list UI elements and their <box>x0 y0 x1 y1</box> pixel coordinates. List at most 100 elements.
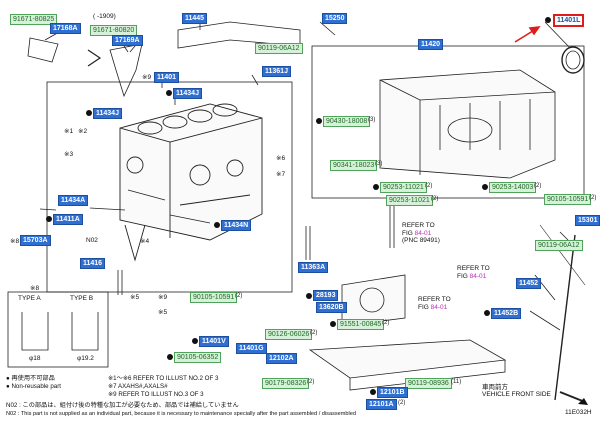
vehicle-front-label: VEHICLE FRONT SIDE <box>482 391 551 398</box>
part-12101B[interactable]: 12101B <box>377 387 408 398</box>
qty: (11) <box>451 379 462 385</box>
legend-non-reusable-jp: ● 再使用不可部品 <box>6 375 55 382</box>
part-11401V[interactable]: 11401V <box>199 336 229 347</box>
qty: (2) <box>425 183 433 189</box>
note-mark-2: ※2 <box>78 128 88 135</box>
crankcase-frame <box>311 45 585 199</box>
part-11434J-top[interactable]: 11434J <box>173 88 202 99</box>
bracket-right <box>109 43 143 98</box>
qty: (3) <box>368 117 376 123</box>
note-mark-9: ※9 <box>142 74 152 81</box>
refer-b-fig[interactable]: 84-01 <box>469 272 487 280</box>
note-mark-8-b: ※8 <box>30 285 40 292</box>
qty: (2) <box>431 196 439 202</box>
non-reusable-dot <box>166 90 172 96</box>
part-12101A[interactable]: 12101A <box>366 399 397 410</box>
type-illustration-frame <box>7 291 109 368</box>
qty: (2) <box>307 379 315 385</box>
non-reusable-dot <box>316 118 322 124</box>
part-11434J-left[interactable]: 11434J <box>93 108 122 119</box>
qty: (2) <box>310 330 318 336</box>
part-12102A[interactable]: 12102A <box>266 353 297 364</box>
part-11452[interactable]: 11452 <box>516 278 542 289</box>
part-90253-11021-b[interactable]: 90253-11021 <box>386 195 433 206</box>
part-13620B[interactable]: 13620B <box>316 302 347 313</box>
part-91551-00845[interactable]: 91551-00845 <box>337 319 385 330</box>
part-15703A[interactable]: 15703A <box>20 235 51 246</box>
diagram-id: 11E032H <box>565 409 592 416</box>
part-11401[interactable]: 11401 <box>154 72 180 83</box>
non-reusable-dot <box>214 222 220 228</box>
refer-a-fig[interactable]: 84-01 <box>414 229 432 237</box>
refer-a-line1: REFER TO <box>402 222 435 229</box>
legend-n02-en: N02 : This part is not supplied as an in… <box>6 411 357 417</box>
note-mark-4: ※4 <box>140 238 150 245</box>
non-reusable-dot <box>192 338 198 344</box>
refer-fig-c[interactable]: REFER TO FIG 84-01 <box>418 296 451 311</box>
part-11434N[interactable]: 11434N <box>221 220 252 231</box>
part-90105-10591-top[interactable]: 90105-10591 <box>544 194 592 205</box>
note-mark-8: ※8 <box>10 238 20 245</box>
refer-fig-b[interactable]: REFER TO FIG 84-01 <box>457 265 490 280</box>
part-11361J[interactable]: 11361J <box>262 66 291 77</box>
non-reusable-dot <box>545 17 551 23</box>
part-11401G[interactable]: 11401G <box>236 343 267 354</box>
part-11411A[interactable]: 11411A <box>53 214 83 225</box>
cylinder-block-illustration <box>119 103 263 262</box>
refer-b-line1: REFER TO <box>457 265 490 272</box>
refer-fig-a[interactable]: REFER TO FIG 84-01 (PNC 89491) <box>402 222 440 245</box>
note-mark-3: ※3 <box>64 151 74 158</box>
oil-pan-illustration <box>308 339 507 379</box>
part-90119-06A12-top[interactable]: 90119-06A12 <box>255 43 303 54</box>
part-90126-06026[interactable]: 90126-06026 <box>265 329 313 340</box>
part-90253-14003[interactable]: 90253-14003 <box>489 182 537 193</box>
legend-axah: ※7 AXAHS#,AXALS# <box>108 383 168 390</box>
non-reusable-dot <box>373 184 379 190</box>
part-90179-08326[interactable]: 90179-08326 <box>262 378 310 389</box>
part-90430-18008[interactable]: 90430-18008 <box>323 116 371 127</box>
n02-label: N02 <box>86 237 98 244</box>
note-mark-5-b: ※5 <box>158 309 168 316</box>
part-15301[interactable]: 15301 <box>575 215 600 226</box>
part-11452B[interactable]: 11452B <box>491 308 522 319</box>
part-11420[interactable]: 11420 <box>418 39 444 50</box>
front-arrow-head <box>578 398 588 405</box>
crankcase-illustration <box>379 69 556 179</box>
non-reusable-dot <box>484 310 490 316</box>
qty: (2) <box>589 195 597 201</box>
part-11363A[interactable]: 11363A <box>298 262 329 273</box>
part-91671-80825[interactable]: 91671-80825 <box>10 14 58 25</box>
legend-non-reusable-en: ● Non-reusable part <box>6 383 61 390</box>
type-b-liner <box>71 312 99 351</box>
part-11445[interactable]: 11445 <box>182 13 208 24</box>
part-90341-18023[interactable]: 90341-18023 <box>330 160 378 171</box>
non-reusable-dot <box>167 354 173 360</box>
qty: (2) <box>382 320 390 326</box>
non-reusable-dot <box>46 216 52 222</box>
part-15250[interactable]: 15250 <box>322 13 348 24</box>
part-28193[interactable]: 28193 <box>313 290 339 301</box>
part-17168A[interactable]: 17168A <box>50 23 81 34</box>
non-reusable-dot <box>482 184 488 190</box>
part-11416[interactable]: 11416 <box>80 258 106 269</box>
qty: (2) <box>534 183 542 189</box>
non-reusable-dot <box>370 389 376 395</box>
part-90119-06A12-right[interactable]: 90119-06A12 <box>535 240 583 251</box>
refer-b-line2: FIG <box>457 272 468 280</box>
legend-ref-illust-3: ※9 REFER TO ILLUST NO.3 OF 3 <box>108 391 204 398</box>
dipstick-illustration <box>554 234 576 401</box>
part-11401L-highlighted[interactable]: 11401L <box>553 14 585 27</box>
type-a-diameter: φ18 <box>29 355 41 362</box>
part-90253-11021-a[interactable]: 90253-11021 <box>380 182 427 193</box>
refer-c-fig[interactable]: 84-01 <box>430 303 448 311</box>
part-90119-08936[interactable]: 90119-08936 <box>405 378 452 389</box>
part-90105-06352[interactable]: 90105-06352 <box>174 352 222 363</box>
refer-c-line1: REFER TO <box>418 296 451 303</box>
bolt-11416 <box>117 270 123 295</box>
part-11434A[interactable]: 11434A <box>58 195 89 206</box>
part-90105-10591-mid[interactable]: 90105-10591 <box>190 292 238 303</box>
non-reusable-dot <box>330 321 336 327</box>
part-17169A[interactable]: 17169A <box>112 35 143 46</box>
qty: (2) <box>398 400 406 406</box>
